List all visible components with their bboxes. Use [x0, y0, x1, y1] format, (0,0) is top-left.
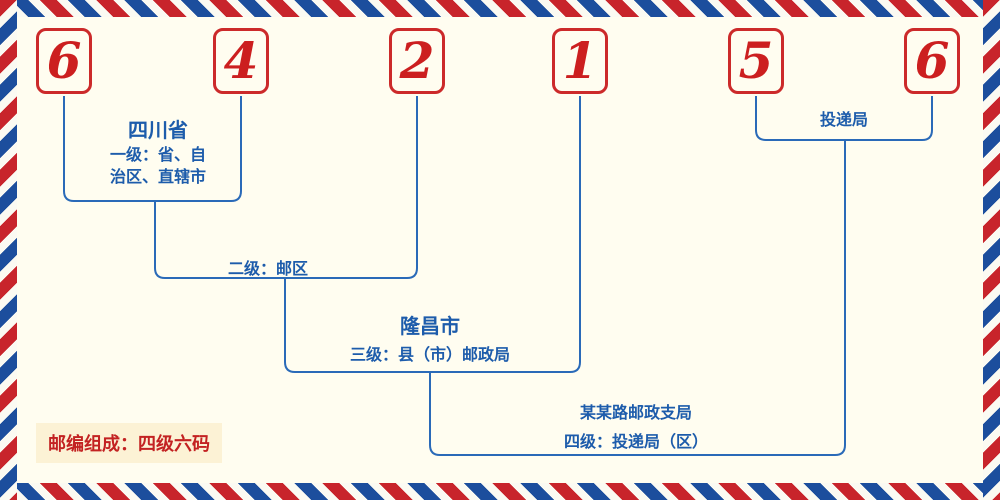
postal-digit-6: 6 [904, 28, 960, 94]
level1-description-line2: 治区、直辖市 [109, 169, 207, 186]
level4-description: 四级：投递局（区） [563, 434, 709, 451]
airmail-border-top [0, 0, 1000, 17]
footer-note: 邮编组成：四级六码 [36, 423, 222, 463]
airmail-border-bottom [0, 483, 1000, 500]
level3-city-label: 隆昌市 [400, 316, 460, 338]
level1-description: 一级：省、自 治区、直辖市 [110, 145, 206, 189]
level4-branch-label: 某某路邮政支局 [579, 405, 693, 422]
delivery-office-label: 投递局 [819, 112, 869, 129]
postal-digit-5: 5 [728, 28, 784, 94]
postal-digit-3: 2 [389, 28, 445, 94]
level3-description: 三级：县（市）邮政局 [349, 347, 511, 364]
level2-description: 二级：邮区 [227, 261, 309, 278]
postal-digit-2: 4 [213, 28, 269, 94]
level1-province-label: 四川省 [128, 120, 188, 142]
level1-description-line1: 一级：省、自 [109, 147, 207, 164]
airmail-border-right [983, 0, 1000, 500]
airmail-border-left [0, 0, 17, 500]
postal-digit-4: 1 [552, 28, 608, 94]
postal-digit-1: 6 [36, 28, 92, 94]
